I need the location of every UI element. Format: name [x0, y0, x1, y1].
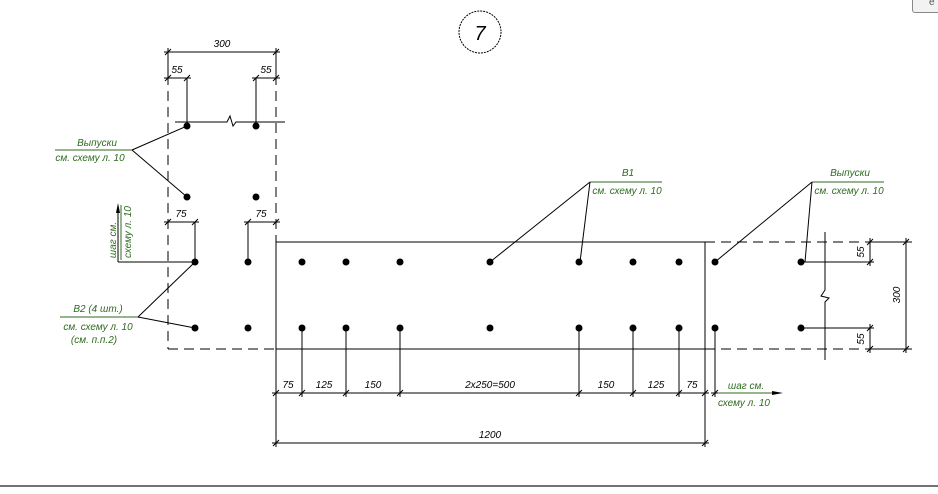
arrow-head-icon: [772, 391, 783, 395]
dim-tick: [629, 389, 637, 397]
dim-chain-label: 2x250=500: [464, 380, 515, 391]
rebar-dot: [675, 324, 683, 332]
rebar-dot: [396, 324, 404, 332]
rebar-dot: [342, 258, 350, 266]
dim-chain-label: 125: [648, 380, 665, 391]
dim-55-left-label: 55: [171, 65, 183, 76]
arrow-head-icon: [116, 203, 120, 213]
rebar-dot: [191, 258, 199, 266]
right-dim-300: 300: [892, 286, 903, 303]
dim-1200-label: 1200: [479, 430, 502, 441]
dim-55-lines: [164, 74, 280, 126]
dim-300-line: [164, 48, 280, 75]
rebar-dot: [675, 258, 683, 266]
wall-bars: [298, 258, 805, 332]
step-arrow-left: [117, 206, 195, 263]
vypuski-right-ref: см. схему л. 10: [814, 186, 884, 197]
rebar-dot: [629, 258, 637, 266]
left-column-bars: [183, 122, 260, 332]
b2-title: В2 (4 шт.): [73, 304, 122, 315]
dim-300-label: 300: [214, 39, 231, 50]
dim-chain-label: 150: [365, 380, 382, 391]
vypuski-left-title: Выпуски: [77, 138, 117, 149]
dim-75-left-label: 75: [175, 209, 187, 220]
dim-tick: [342, 389, 350, 397]
dim-55-right-label: 55: [260, 65, 272, 76]
rebar-dot: [396, 258, 404, 266]
rebar-dot: [183, 122, 191, 130]
b1-leader: [489, 181, 591, 263]
step-right-line1: шаг см.: [728, 381, 764, 392]
rebar-dot: [711, 324, 719, 332]
extension-lines: [301, 331, 716, 397]
rebar-dot: [575, 258, 583, 266]
rebar-dot: [298, 258, 306, 266]
break-line: [175, 114, 285, 128]
dim-tick: [396, 389, 404, 397]
corner-button[interactable]: e: [912, 0, 938, 13]
rebar-dot: [342, 324, 350, 332]
vypuski-right-leader: [714, 181, 813, 263]
rebar-dot: [244, 258, 252, 266]
dim-chain-label: 75: [686, 380, 698, 391]
dim-tick: [675, 389, 683, 397]
rebar-dot: [252, 193, 260, 201]
b2-leader: [137, 261, 196, 329]
dim-chain-label: 75: [282, 380, 294, 391]
dim-chain-label: 150: [598, 380, 615, 391]
dim-chain-label: 125: [316, 380, 333, 391]
break-line-vertical: [820, 232, 830, 360]
step-left-line2: схему л. 10: [123, 206, 134, 258]
vypuski-right-title: Выпуски: [830, 168, 870, 179]
b2-note: (см. п.п.2): [71, 335, 117, 346]
b2-ref: см. схему л. 10: [63, 322, 133, 333]
sheet-marker-circle: [458, 10, 502, 54]
vypuski-left-ref: см. схему л. 10: [55, 153, 125, 164]
dim-tick: [575, 389, 583, 397]
step-right-line2: схему л. 10: [718, 398, 770, 409]
dim-tick: [298, 389, 306, 397]
dim-75-lines: [164, 218, 280, 262]
rebar-dot: [298, 324, 306, 332]
rebar-dot: [629, 324, 637, 332]
dim-tick: [272, 389, 280, 397]
dim-tick: [701, 389, 709, 397]
b1-title: В1: [622, 168, 634, 179]
right-dims: [801, 238, 912, 353]
rebar-dot: [252, 122, 260, 130]
wall-outline: [275, 241, 706, 447]
rebar-dot: [244, 324, 252, 332]
sheet-marker-number: 7: [474, 23, 486, 45]
rebar-dot: [575, 324, 583, 332]
rebar-dot: [183, 193, 191, 201]
dim-ticks: [272, 389, 719, 397]
step-left-line1: шаг см.: [108, 222, 119, 258]
dim-1200-line: [272, 439, 709, 447]
rebar-dot: [486, 324, 494, 332]
rebar-dot: [191, 324, 199, 332]
right-dim-55-bottom: 55: [856, 333, 867, 345]
vypuski-left-leader: [131, 125, 188, 198]
b1-ref: см. схему л. 10: [592, 186, 662, 197]
dim-75-right-label: 75: [255, 209, 267, 220]
right-dim-55-top: 55: [856, 246, 867, 258]
